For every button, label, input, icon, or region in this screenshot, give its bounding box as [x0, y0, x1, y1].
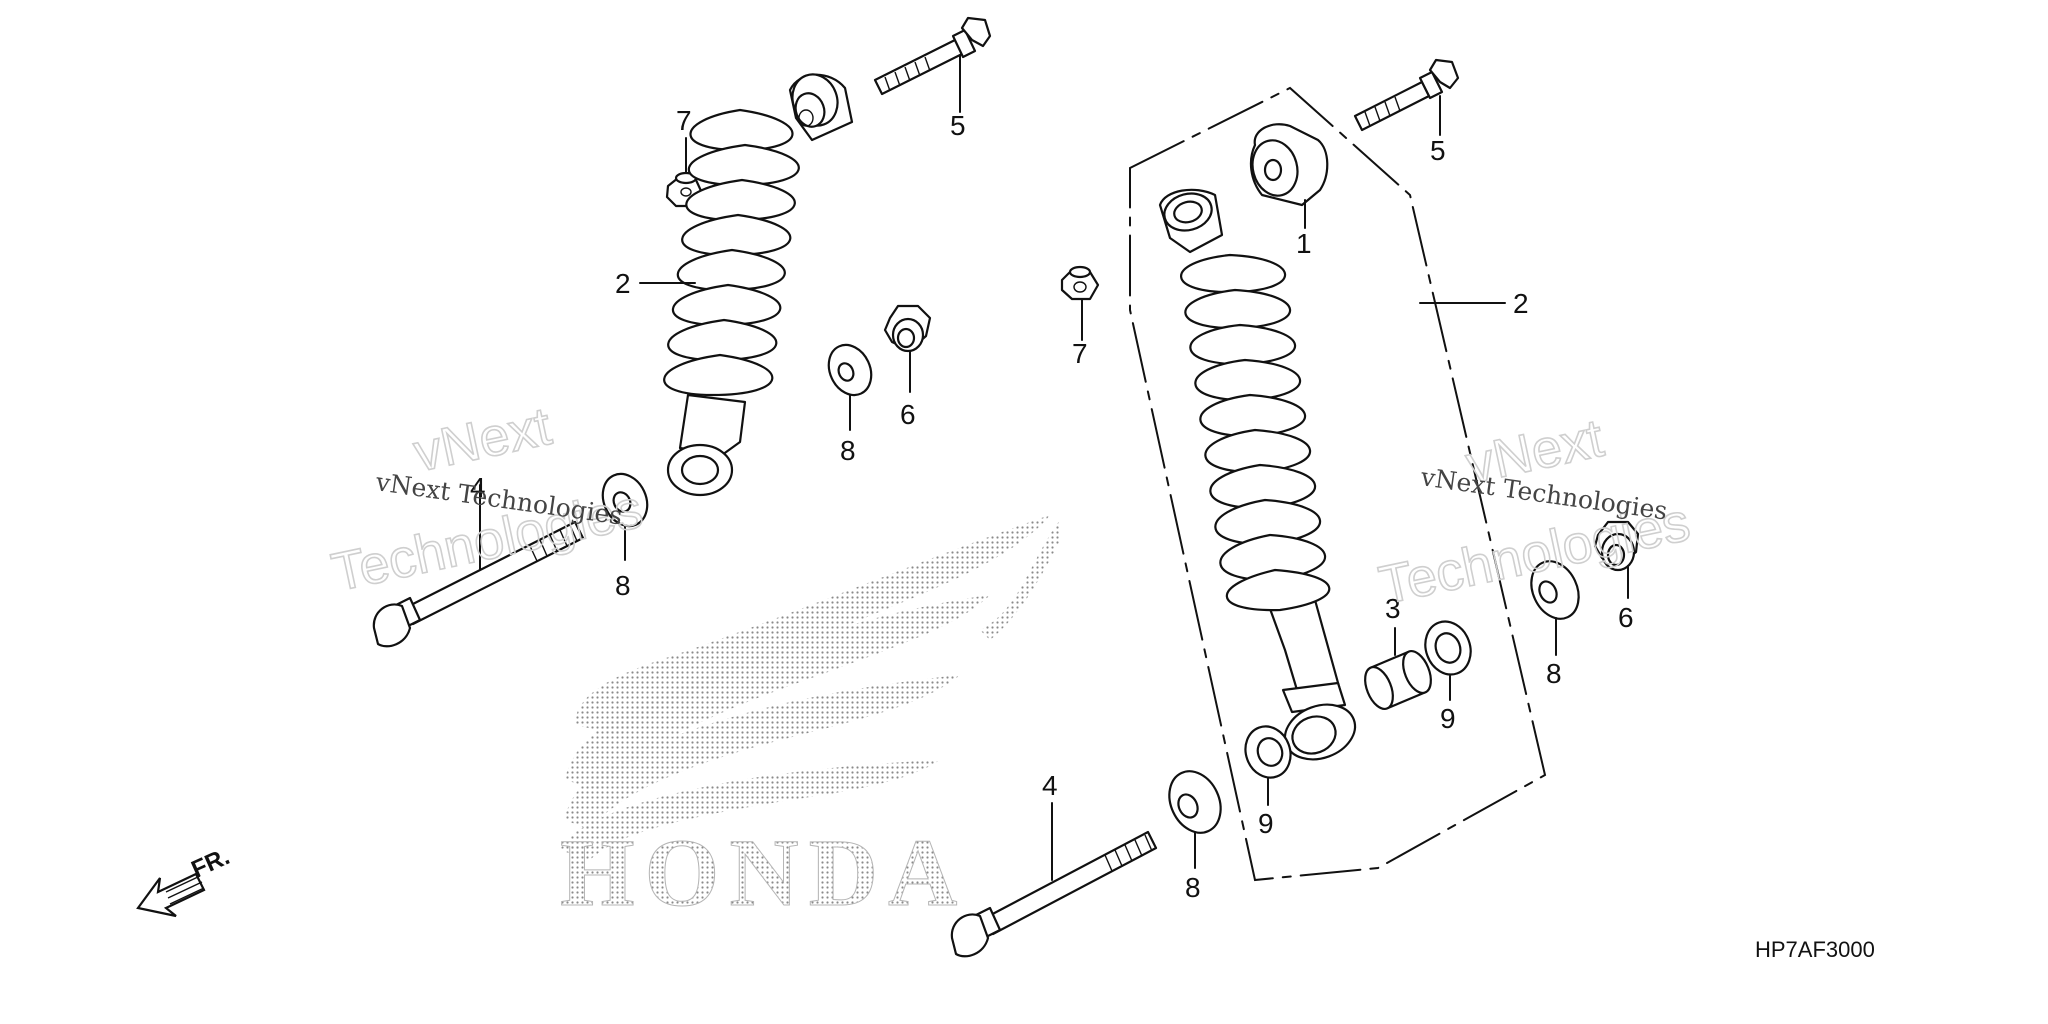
callout-bushing-9a: 9: [1440, 703, 1456, 734]
callout-left-bolt-4: 4: [470, 472, 486, 503]
right-washer-8-upper: [1530, 560, 1580, 620]
callout-right-bolt-5: 5: [1430, 135, 1446, 166]
callout-left-collar-6: 6: [900, 399, 916, 430]
callout-left-nut-7: 7: [676, 105, 692, 136]
left-flange-bolt-5: [873, 16, 992, 96]
collar-3: [1364, 650, 1432, 710]
right-shock-absorber: [1158, 188, 1357, 761]
bushing-1: [1249, 123, 1329, 207]
assembly-boundary: [1129, 86, 1547, 882]
right-flange-bolt-4: [950, 830, 1158, 958]
callout-bushing-1: 1: [1296, 228, 1312, 259]
callout-bushing-9b: 9: [1258, 808, 1274, 839]
callout-left-shock-2: 2: [615, 268, 631, 299]
callout-right-collar-6: 6: [1618, 602, 1634, 633]
left-washer-8-upper: [827, 343, 873, 397]
bushing-9-upper: [1424, 620, 1472, 676]
right-collar-6: [1593, 520, 1640, 572]
callout-right-washer-8b: 8: [1185, 872, 1201, 903]
front-direction-arrow-icon: FR.: [136, 843, 234, 918]
right-flange-bolt-5: [1353, 58, 1460, 132]
callout-right-nut-7: 7: [1072, 338, 1088, 369]
right-washer-8-lower: [1168, 770, 1222, 834]
bushing-9-lower: [1244, 725, 1292, 779]
watermark-left-large-1: vNext: [409, 396, 557, 483]
callout-right-shock-2: 2: [1513, 288, 1529, 319]
left-collar-6: [883, 304, 932, 353]
callout-collar-3: 3: [1385, 593, 1401, 624]
honda-wing-logo-icon: HONDA: [560, 515, 1060, 927]
callout-left-washer-8b: 8: [615, 570, 631, 601]
callout-right-bolt-4: 4: [1042, 770, 1058, 801]
right-nut-7: [1060, 265, 1100, 301]
left-flange-bolt-4: [372, 520, 585, 648]
callout-left-washer-8a: 8: [840, 435, 856, 466]
callout-left-bolt-5: 5: [950, 110, 966, 141]
diagram-code: HP7AF3000: [1755, 937, 1875, 962]
callout-right-washer-8a: 8: [1546, 658, 1562, 689]
honda-logo-text: HONDA: [560, 819, 967, 926]
left-shock-absorber: [663, 73, 854, 497]
left-washer-8-lower: [601, 472, 649, 528]
